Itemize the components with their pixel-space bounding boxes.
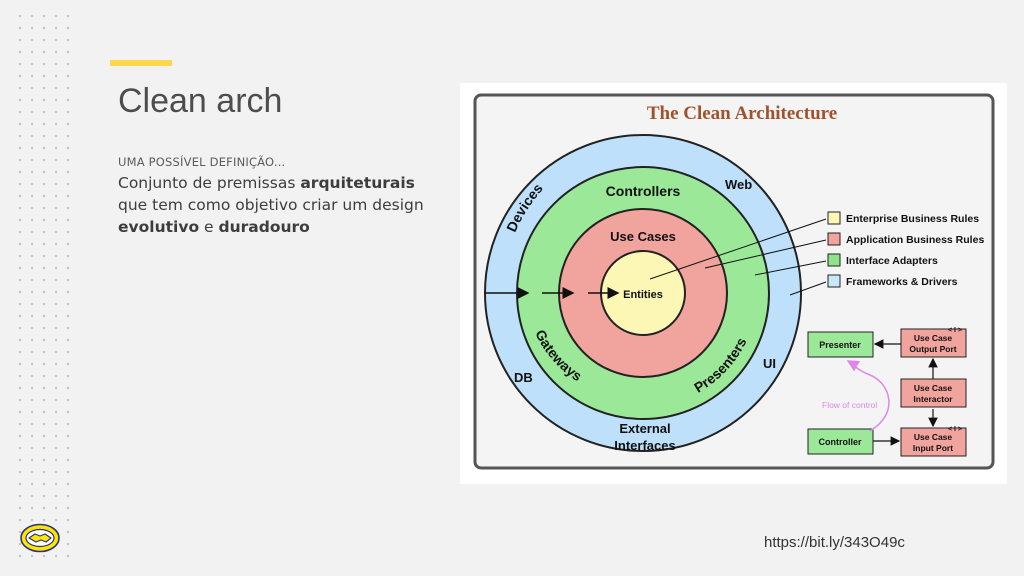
label-ui: UI	[763, 356, 776, 371]
desc-part-3: e	[199, 218, 219, 236]
legend-line-enterprise	[649, 218, 827, 280]
controller-label: Controller	[818, 437, 861, 447]
source-url: https://bit.ly/343O49c	[764, 534, 905, 551]
label-web: Web	[725, 177, 752, 192]
desc-part-2: que tem como objetivo criar um design	[118, 196, 424, 214]
dot-grid-decoration	[14, 10, 74, 566]
label-external: External	[619, 421, 670, 436]
desc-bold-2: evolutivo	[118, 218, 200, 236]
slide-subtitle: UMA POSSÍVEL DEFINIÇÃO...	[118, 155, 286, 169]
output-port-label-2: Output Port	[909, 344, 956, 354]
legend-label-interface: Interface Adapters	[846, 255, 938, 267]
legend-label-frameworks: Frameworks & Drivers	[846, 276, 958, 288]
controller-box	[807, 428, 874, 455]
output-port-label-1: Use Case	[914, 333, 953, 343]
handshake-logo	[20, 523, 60, 558]
legend-line-application	[704, 239, 827, 269]
accent-bar	[110, 60, 172, 66]
interactor-box	[900, 378, 967, 408]
clean-architecture-diagram: The Clean Architecture Devices Web UI DB…	[460, 83, 1007, 484]
desc-part-1: Conjunto de premissas	[118, 174, 301, 192]
label-db: DB	[514, 370, 533, 385]
legend-label-application: Application Business Rules	[846, 234, 984, 246]
output-port-marker: < I >	[948, 327, 962, 334]
legend-swatch-interface	[827, 253, 841, 267]
label-use-cases: Use Cases	[610, 229, 676, 244]
label-interfaces: Interfaces	[614, 438, 675, 453]
label-entities: Entities	[623, 289, 663, 301]
interactor-label-1: Use Case	[914, 383, 953, 393]
slide-description: Conjunto de premissas arquiteturais que …	[118, 172, 438, 238]
desc-bold-1: arquiteturais	[300, 174, 415, 192]
input-port-label-1: Use Case	[914, 432, 953, 442]
presenter-label: Presenter	[819, 340, 861, 350]
input-port-marker: < I >	[948, 426, 962, 433]
label-controllers: Controllers	[606, 183, 681, 199]
legend-swatch-enterprise	[827, 211, 841, 225]
legend: Enterprise Business Rules Application Bu…	[827, 211, 984, 288]
legend-label-enterprise: Enterprise Business Rules	[846, 213, 979, 225]
legend-swatch-frameworks	[827, 274, 841, 288]
legend-swatch-application	[827, 232, 841, 246]
legend-line-interface	[754, 260, 827, 276]
desc-bold-3: duradouro	[218, 218, 310, 236]
interactor-label-2: Interactor	[913, 394, 953, 404]
flow-of-control-label: Flow of control	[822, 400, 877, 410]
input-port-label-2: Input Port	[913, 443, 953, 453]
slide-title: Clean arch	[118, 82, 283, 120]
input-port-box	[900, 427, 967, 457]
presenter-box	[807, 331, 874, 358]
legend-line-frameworks	[789, 281, 827, 296]
flow-of-control-curve	[846, 360, 890, 432]
diagram-title: The Clean Architecture	[647, 103, 837, 124]
output-port-box	[900, 328, 967, 358]
